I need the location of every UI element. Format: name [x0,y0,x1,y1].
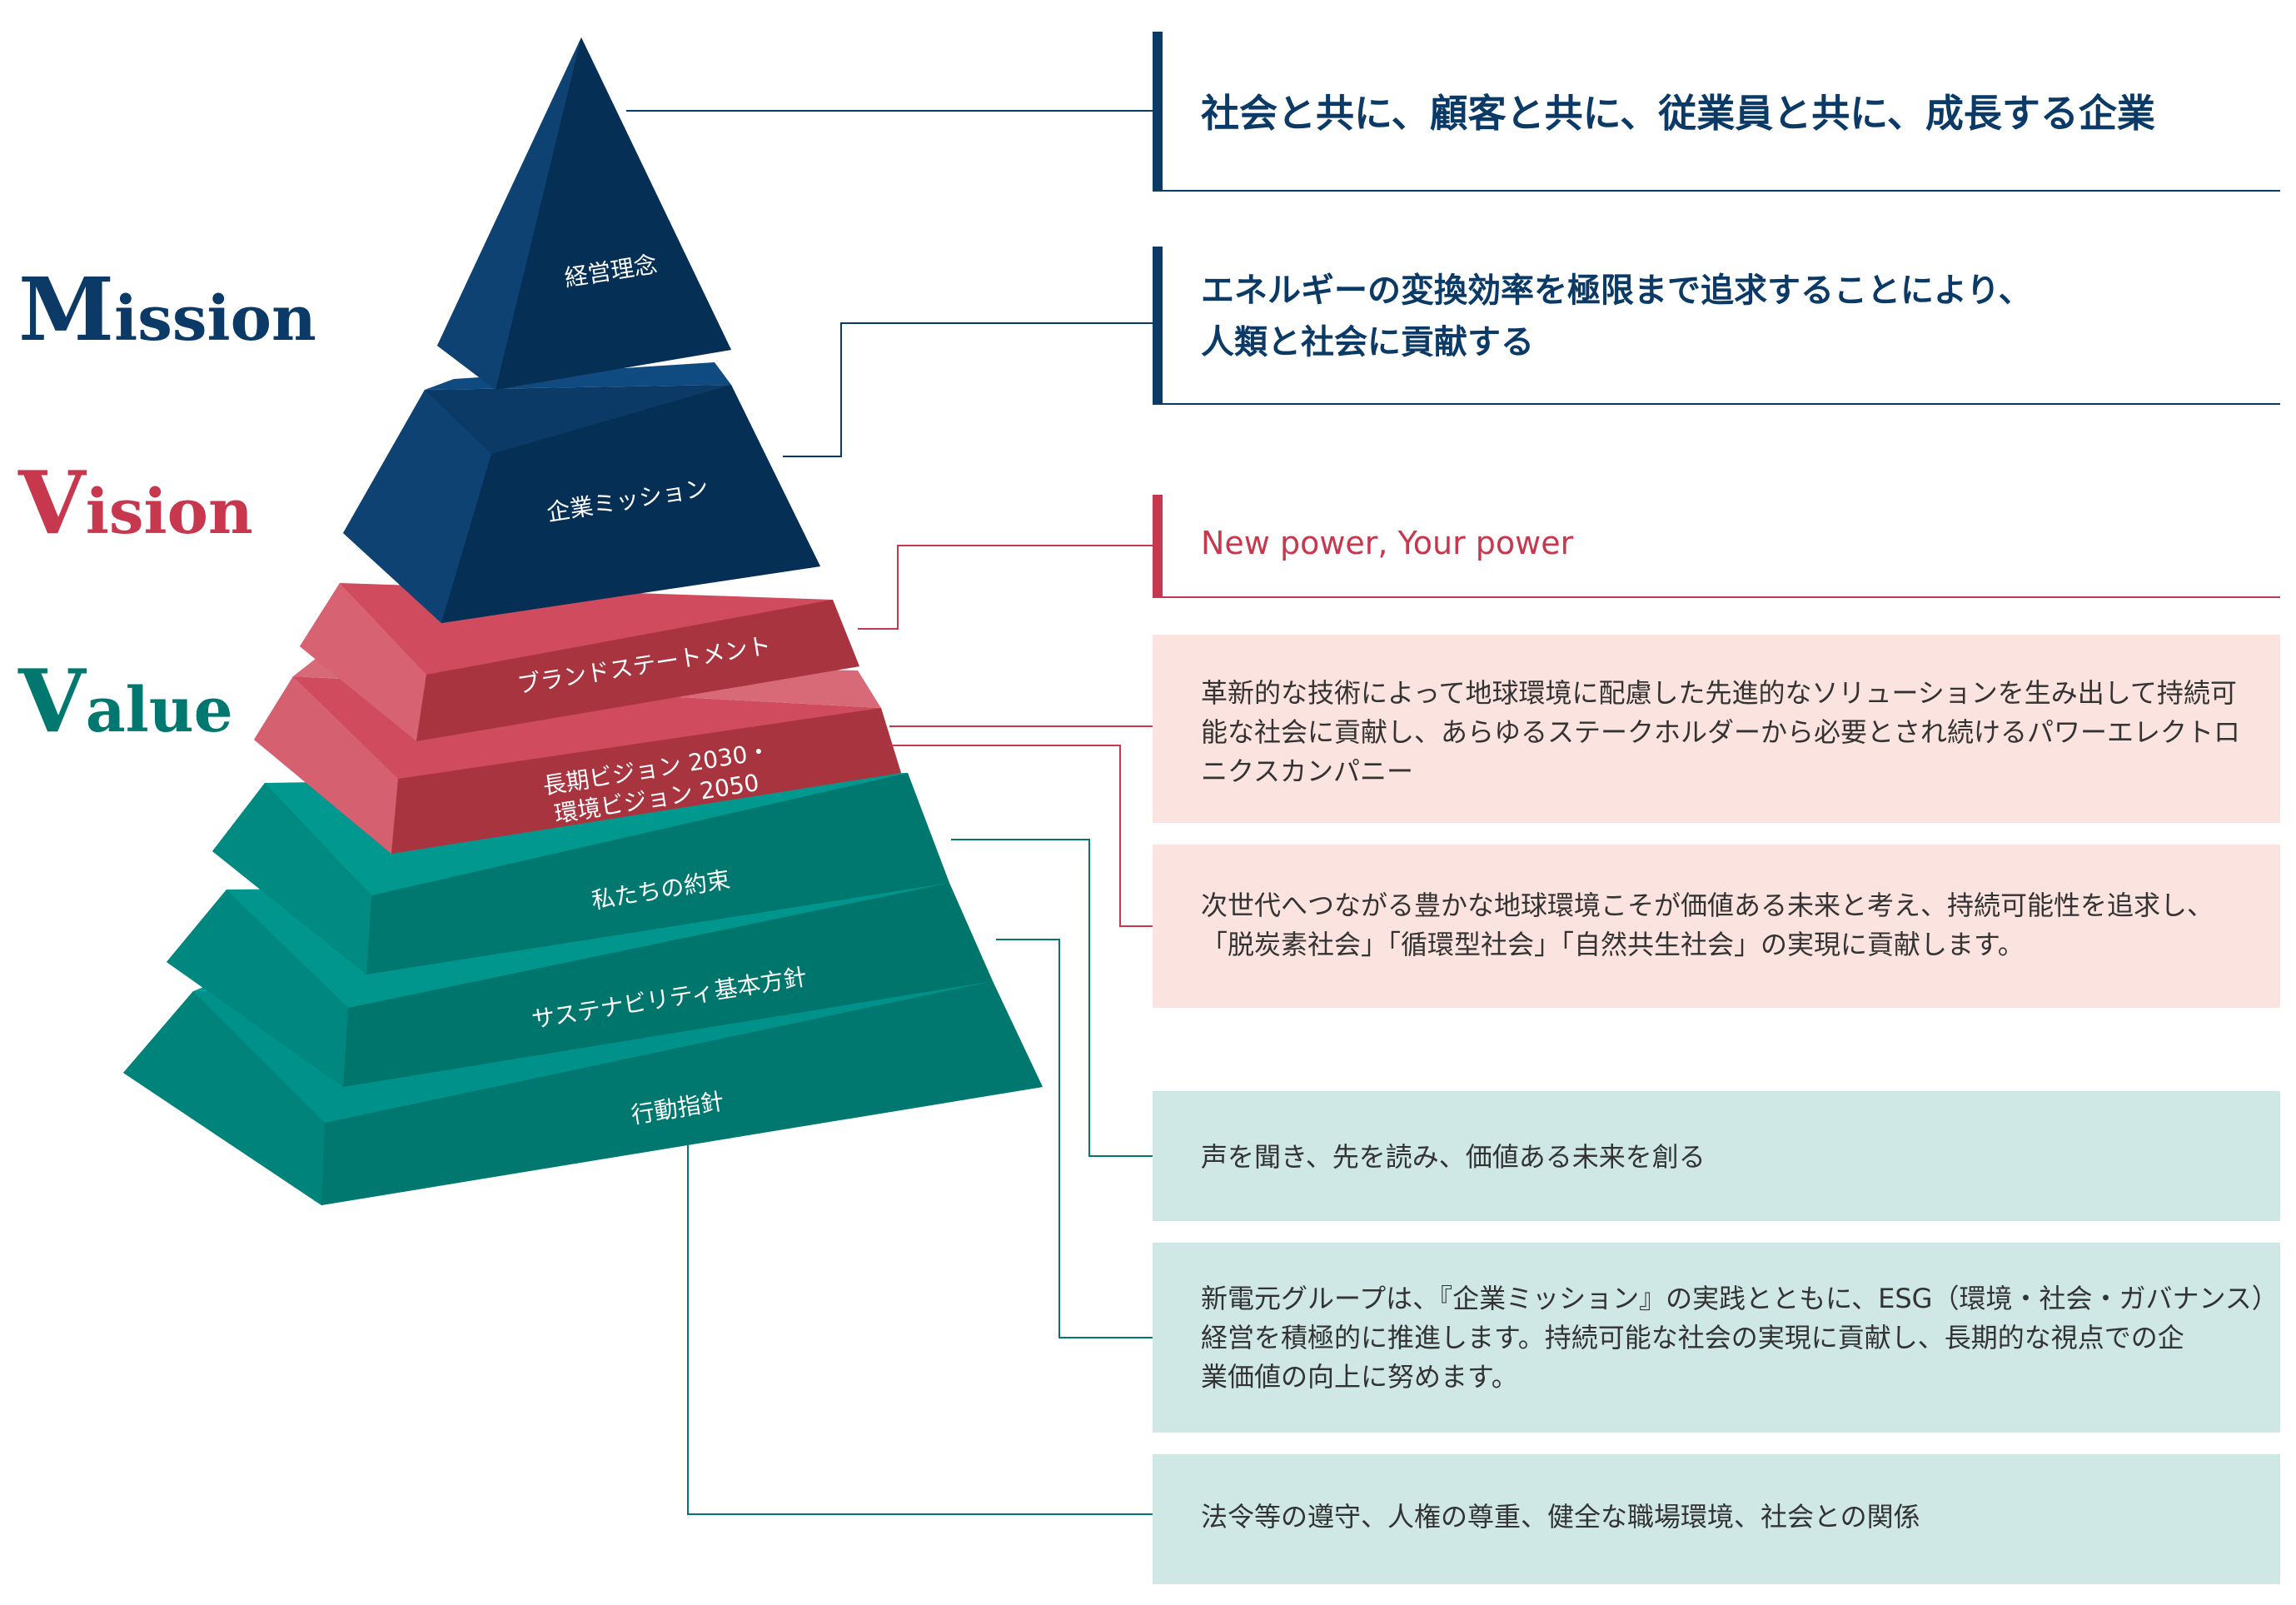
statement-promise: 声を聞き、先を読み、価値ある未来を創る [1153,1091,2280,1221]
statement-brand: New power, Your power [1153,495,2280,598]
statement-philosophy: 社会と共に、顧客と共に、従業員と共に、成長する企業 [1153,32,2280,192]
statement-vision-2050: 次世代へつながる豊かな地球環境こそが価値ある未来と考え、持続可能性を追求し、 「… [1153,845,2280,1008]
philosophy-text: 社会と共に、顧客と共に、従業員と共に、成長する企業 [1201,91,2155,136]
connector-brand [858,545,1153,630]
value-heading: Value [17,650,233,752]
brand-text: New power, Your power [1201,525,1574,561]
statement-sustainability: 新電元グループは、『企業ミッション』の実践とともに、ESG（環境・社会・ガバナン… [1153,1243,2280,1433]
pyramid-tier-mission [343,362,820,623]
mission-text-line1: エネルギーの変換効率を極限まで追求することにより、 [1201,272,2032,310]
vision-2030-text-line3: ニクスカンパニー [1201,755,1413,787]
connector-promise [951,839,1153,1157]
connector-conduct [687,1145,1153,1515]
statement-conduct: 法令等の遵守、人権の尊重、健全な職場環境、社会との関係 [1153,1454,2280,1584]
mission-text-line2: 人類と社会に貢献する [1201,323,1534,361]
connector-vision-2050 [889,745,1153,927]
pyramid-tier-brand [300,583,859,741]
vision-2050-text-line2: 「脱炭素社会」「循環型社会」「自然共生社会」の実現に貢献します。 [1201,929,2025,960]
vision-2030-text-line1: 革新的な技術によって地球環境に配慮した先進的なソリューションを生み出して持続可 [1201,677,2237,709]
statement-mission: エネルギーの変換効率を極限まで追求することにより、 人類と社会に貢献する [1153,247,2280,405]
connector-sustainability [996,939,1153,1338]
promise-text: 声を聞き、先を読み、価値ある未来を創る [1201,1141,1706,1173]
vision-heading: Vision [17,451,253,554]
sustainability-text-line3: 業価値の向上に努めます。 [1201,1361,1518,1393]
pyramid-tier-philosophy [437,37,731,390]
conduct-text: 法令等の遵守、人権の尊重、健全な職場環境、社会との関係 [1201,1501,1920,1533]
sustainability-text-line1: 新電元グループは、『企業ミッション』の実践とともに、ESG（環境・社会・ガバナン… [1201,1283,2279,1314]
sustainability-text-line2: 経営を積極的に推進します。持続可能な社会の実現に貢献し、長期的な視点での企 [1201,1322,2184,1353]
statement-vision-2030: 革新的な技術によって地球環境に配慮した先進的なソリューションを生み出して持続可 … [1153,635,2280,823]
mission-heading: Mission [18,258,316,361]
vision-2030-text-line2: 能な社会に貢献し、あらゆるステークホルダーから必要とされ続けるパワーエレクトロ [1201,716,2240,748]
vision-2050-text-line1: 次世代へつながる豊かな地球環境こそが価値ある未来と考え、持続可能性を追求し、 [1201,890,2214,921]
connector-mission [783,322,1153,457]
